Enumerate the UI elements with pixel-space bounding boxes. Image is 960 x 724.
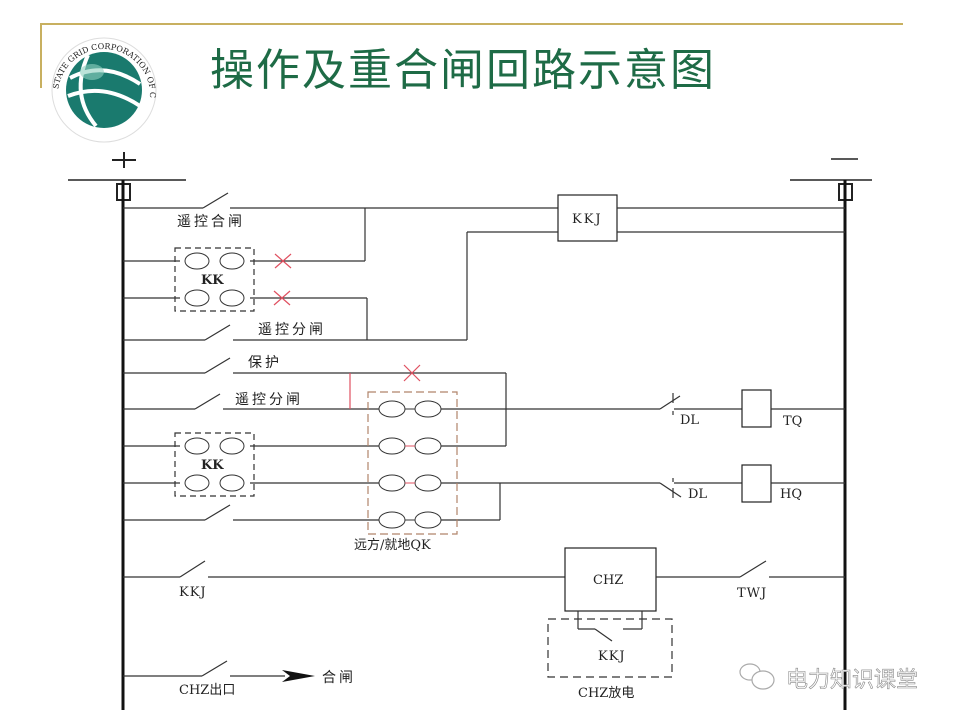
chz-discharge-box — [547, 618, 673, 678]
label-protection: 保护 — [248, 355, 282, 371]
label-qk: 远方/就地QK — [354, 537, 431, 553]
negative-bus — [790, 158, 872, 710]
red-marks — [273, 253, 421, 409]
label-tq: TQ — [783, 414, 802, 429]
arrow-icon — [282, 670, 315, 682]
kk-top-switch — [174, 247, 255, 312]
label-twj: TWJ — [737, 586, 767, 601]
label-kkj-relay: KKJ — [572, 212, 603, 227]
label-chz-out: CHZ出口 — [179, 683, 235, 698]
label-kkj-discharge: KKJ — [598, 649, 626, 664]
label-dl-open: DL — [680, 413, 699, 428]
label-chz-discharge: CHZ放电 — [578, 686, 634, 701]
wires — [123, 192, 845, 677]
page-title: 操作及重合闸回路示意图 — [210, 45, 716, 96]
watermark-text: 电力知识课堂 — [786, 668, 919, 694]
label-chz: CHZ — [593, 573, 623, 588]
positive-bus — [68, 152, 186, 710]
label-hq: HQ — [780, 487, 802, 502]
label-close-arrow: 合闸 — [322, 670, 356, 686]
label-kkj-contact: KKJ — [179, 585, 207, 600]
label-remote-open-2: 遥控分闸 — [235, 392, 303, 408]
state-grid-logo: STATE GRID CORPORATION OF CHINA — [0, 0, 157, 143]
wechat-icon — [739, 663, 775, 690]
label-dl-close: DL — [688, 487, 707, 502]
label-remote-open-1: 遥控分闸 — [258, 322, 326, 338]
kk-mid-switch — [174, 432, 255, 497]
label-remote-close: 遥控合闸 — [177, 214, 245, 230]
qk-switch — [367, 391, 458, 535]
label-kk-top: KK — [201, 273, 224, 288]
label-kk-mid: KK — [201, 458, 224, 473]
